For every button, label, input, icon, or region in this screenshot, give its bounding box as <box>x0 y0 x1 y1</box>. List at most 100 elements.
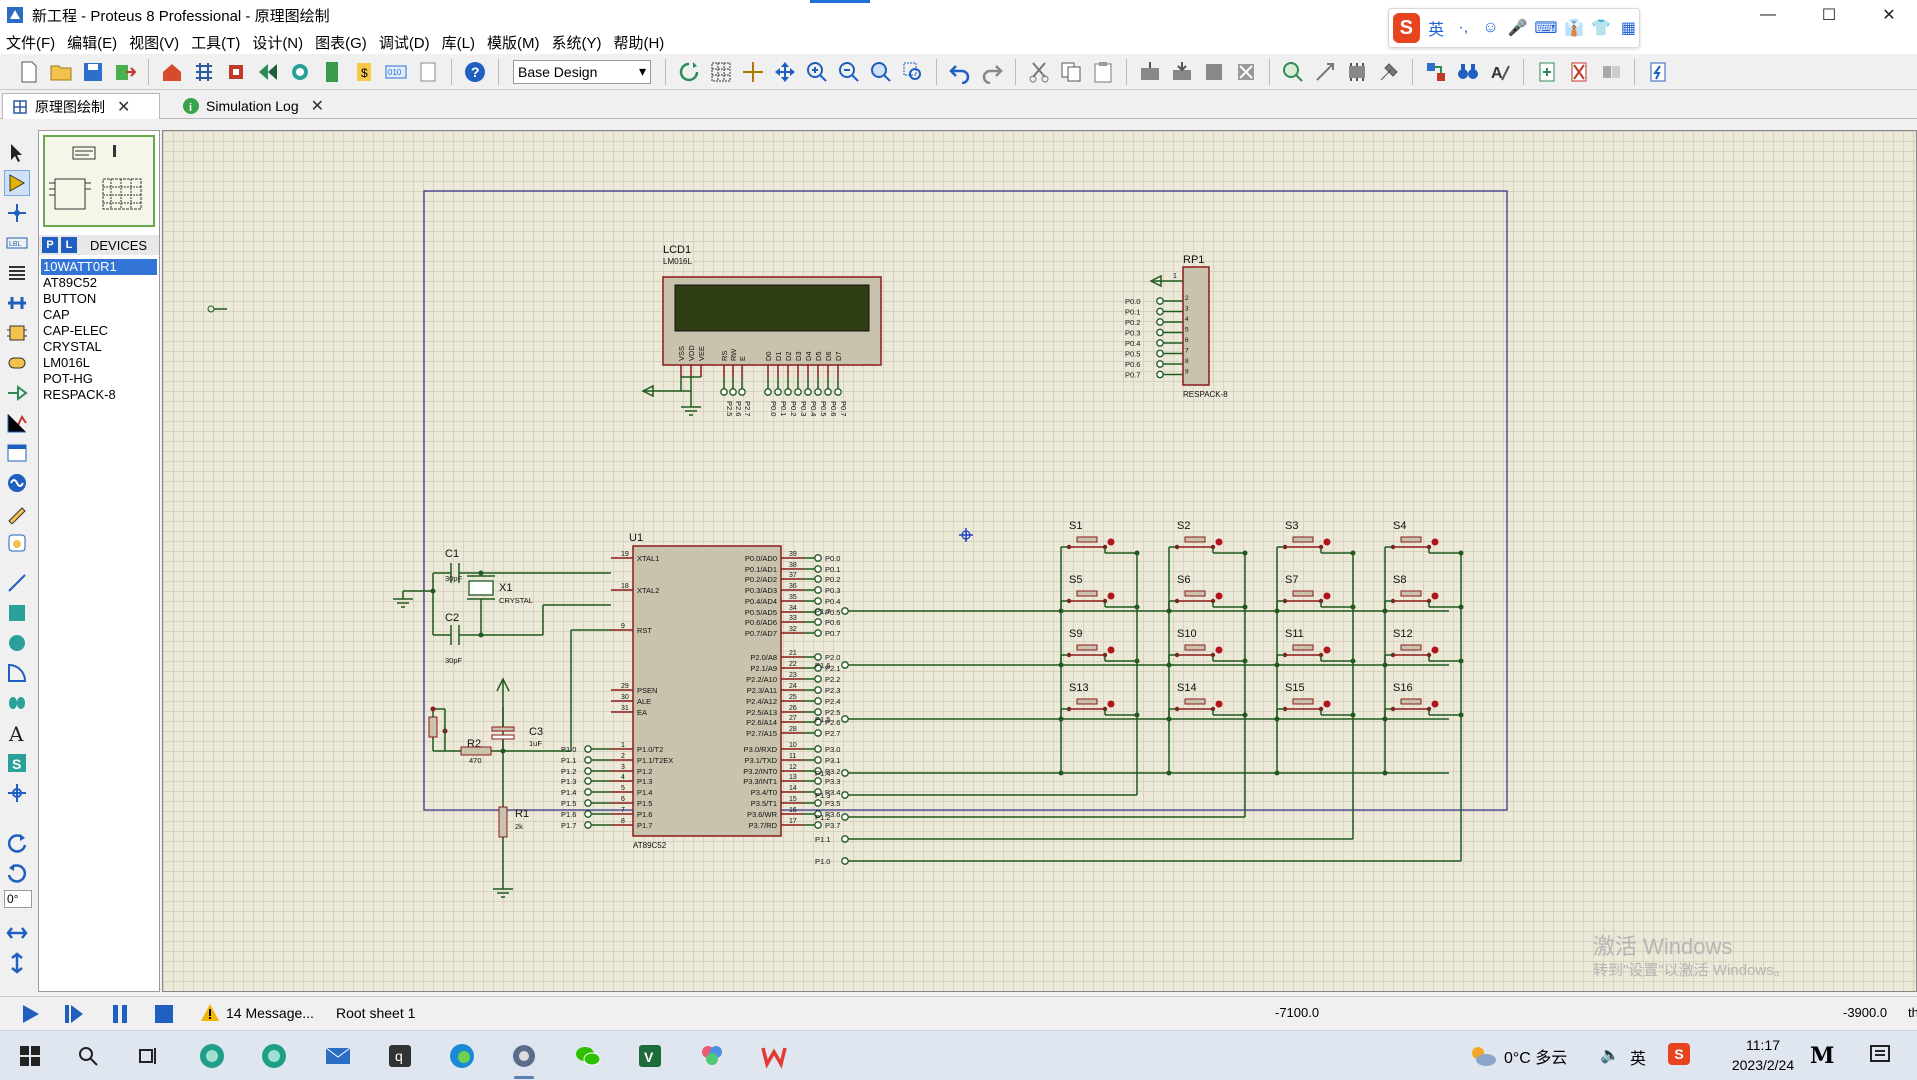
remove-sheet-icon[interactable] <box>1564 57 1594 87</box>
grid-toggle-icon[interactable] <box>706 57 736 87</box>
make-device-icon[interactable] <box>1310 57 1340 87</box>
taskbar-app-1[interactable] <box>192 1038 232 1074</box>
pick-library-button[interactable]: P <box>42 237 58 253</box>
show-desktop-logo-icon[interactable]: M <box>1810 1043 1835 1069</box>
search-button[interactable] <box>68 1038 108 1074</box>
redo-icon[interactable] <box>977 57 1007 87</box>
zoom-all-icon[interactable] <box>866 57 896 87</box>
start-button[interactable] <box>10 1038 50 1074</box>
voltage-probe-icon[interactable] <box>4 500 30 526</box>
design-explorer-icon[interactable] <box>317 57 347 87</box>
exit-to-parent-icon[interactable] <box>1596 57 1626 87</box>
block-delete-icon[interactable] <box>1231 57 1261 87</box>
notifications-icon[interactable] <box>1868 1043 1892 1070</box>
copy-icon[interactable] <box>1056 57 1086 87</box>
new-sheet-icon[interactable] <box>1532 57 1562 87</box>
ime-skin-icon[interactable]: 👕 <box>1591 20 1612 37</box>
mirror-y-icon[interactable] <box>4 950 30 976</box>
close-button[interactable]: ✕ <box>1882 7 1896 24</box>
menu-template[interactable]: 模版(M) <box>486 34 540 52</box>
search-tag-icon[interactable] <box>1453 57 1483 87</box>
subcircuit-icon[interactable] <box>4 320 30 346</box>
overview-window[interactable] <box>43 135 155 227</box>
weather-widget[interactable]: 0°C 多云 <box>1468 1043 1567 1069</box>
menu-view[interactable]: 视图(V) <box>129 34 180 52</box>
ime-language-toggle[interactable]: 英 <box>1428 22 1445 39</box>
edge-browser[interactable] <box>442 1038 482 1074</box>
block-move-icon[interactable] <box>1167 57 1197 87</box>
task-view-button[interactable] <box>128 1038 168 1074</box>
decompose-icon[interactable] <box>1374 57 1404 87</box>
text-tool-icon[interactable]: A <box>4 720 30 746</box>
device-item[interactable]: BUTTON <box>43 291 97 306</box>
rotate-anticlockwise-icon[interactable] <box>4 860 30 886</box>
taskbar-app-2[interactable] <box>254 1038 294 1074</box>
menu-graph[interactable]: 图表(G) <box>315 34 367 52</box>
source-code-icon[interactable]: 010 <box>381 57 411 87</box>
zoom-in-icon[interactable] <box>802 57 832 87</box>
3d-view-icon[interactable] <box>253 57 283 87</box>
tape-recorder-icon[interactable] <box>4 440 30 466</box>
tab-close-icon[interactable]: ✕ <box>310 98 325 115</box>
device-item[interactable]: CAP-ELEC <box>43 323 109 338</box>
menu-library[interactable]: 库(L) <box>441 34 475 52</box>
property-assign-icon[interactable]: A <box>1485 57 1515 87</box>
photo-app[interactable] <box>692 1038 732 1074</box>
arc-tool-icon[interactable] <box>4 660 30 686</box>
ime-indicator[interactable]: 英 <box>1630 1051 1647 1068</box>
mail-app[interactable] <box>318 1038 358 1074</box>
rotation-angle-input[interactable]: 0° <box>4 890 32 908</box>
volume-icon[interactable]: 🔈 <box>1600 1047 1620 1064</box>
wire-autorouter-icon[interactable] <box>1421 57 1451 87</box>
wire-label-icon[interactable]: LBL <box>4 230 30 256</box>
q-app[interactable]: q <box>380 1038 420 1074</box>
virtual-instruments-icon[interactable] <box>4 530 30 556</box>
minimize-button[interactable]: — <box>1760 6 1776 23</box>
menu-file[interactable]: 文件(F) <box>6 34 56 52</box>
package-tool-icon[interactable] <box>1342 57 1372 87</box>
ime-toolbar[interactable]: S 英 ·, ☺ 🎤 ⌨ 👔 👕 ▦ <box>1388 8 1640 48</box>
home-icon[interactable] <box>157 57 187 87</box>
junction-dot-icon[interactable] <box>4 200 30 226</box>
device-pins-icon[interactable] <box>4 380 30 406</box>
ime-keyboard-icon[interactable]: ⌨ <box>1534 20 1558 37</box>
library-manager-button[interactable]: L <box>61 237 77 253</box>
wps-app[interactable] <box>754 1038 794 1074</box>
messages-indicator[interactable]: 14 Message... <box>200 1003 314 1023</box>
ime-user-icon[interactable]: 👔 <box>1564 20 1584 37</box>
component-mode-icon[interactable] <box>4 170 30 196</box>
marker-tool-icon[interactable] <box>4 780 30 806</box>
import-icon[interactable] <box>110 57 140 87</box>
menu-tools[interactable]: 工具(T) <box>191 34 241 52</box>
refresh-icon[interactable] <box>674 57 704 87</box>
play-button[interactable] <box>16 1001 44 1027</box>
stop-button[interactable] <box>150 1001 178 1027</box>
new-file-icon[interactable] <box>14 57 44 87</box>
generator-icon[interactable] <box>4 470 30 496</box>
gerber-icon[interactable] <box>285 57 315 87</box>
step-button[interactable] <box>60 1001 88 1027</box>
pick-device-icon[interactable] <box>1278 57 1308 87</box>
origin-icon[interactable] <box>738 57 768 87</box>
device-item[interactable]: POT-HG <box>43 371 93 386</box>
open-folder-icon[interactable] <box>46 57 76 87</box>
maximize-button[interactable]: ☐ <box>1821 7 1837 24</box>
device-item[interactable]: 10WATT0R1 <box>41 259 157 275</box>
pan-icon[interactable] <box>770 57 800 87</box>
box-tool-icon[interactable] <box>4 600 30 626</box>
schematic-icon[interactable] <box>189 57 219 87</box>
mirror-x-icon[interactable] <box>4 920 30 946</box>
block-rotate-icon[interactable] <box>1199 57 1229 87</box>
ime-emoji-icon[interactable]: ☺ <box>1482 19 1499 36</box>
tab-schematic[interactable]: 原理图绘制 ✕ <box>2 93 160 119</box>
bus-icon[interactable] <box>4 290 30 316</box>
sogou-logo-icon[interactable]: S <box>1393 13 1420 43</box>
wechat-app[interactable] <box>568 1038 608 1074</box>
menu-help[interactable]: 帮助(H) <box>613 34 665 52</box>
symbol-tool-icon[interactable]: S <box>4 750 30 776</box>
undo-icon[interactable] <box>945 57 975 87</box>
graph-mode-icon[interactable] <box>4 410 30 436</box>
ime-voice-icon[interactable]: 🎤 <box>1507 20 1528 37</box>
bill-of-materials-icon[interactable]: $ <box>349 57 379 87</box>
